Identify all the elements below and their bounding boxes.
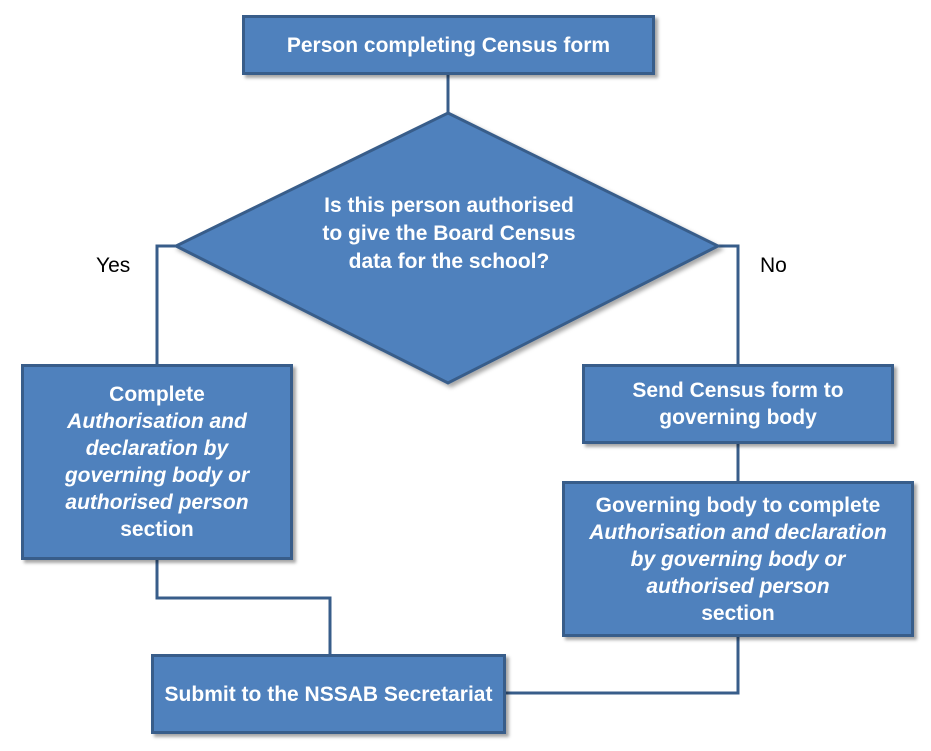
submit-node-label: Submit to the NSSAB Secretariat xyxy=(164,682,493,706)
yes-step-label-part-1: Complete xyxy=(109,383,205,406)
submit-node: Submit to the NSSAB Secretariat xyxy=(151,654,506,734)
connector-decision-to-yes-step xyxy=(155,244,176,365)
yes-step-label-part-3: section xyxy=(120,518,194,541)
no-step-2-label-part-1: Governing body to complete xyxy=(595,493,881,517)
yes-label: Yes xyxy=(96,254,131,277)
connectors xyxy=(155,74,740,695)
no-step-2-label-part-3: section xyxy=(701,601,775,625)
no-step-1-node: Send Census form to governing body xyxy=(582,364,894,444)
connector-no-step-2-to-submit xyxy=(505,636,740,695)
no-step-1-label: Send Census form to governing body xyxy=(632,379,844,429)
no-label: No xyxy=(760,254,787,277)
yes-step-node: Complete Authorisation and declaration b… xyxy=(21,364,293,560)
yes-step-label-part-2: Authorisation and declaration by governi… xyxy=(64,410,250,514)
decision-label: Is this person authorised to give the Bo… xyxy=(322,194,576,273)
yes-step-label: Complete Authorisation and declaration b… xyxy=(34,381,280,543)
no-step-2-label-part-2: Authorisation and declaration by governi… xyxy=(589,520,887,598)
start-node: Person completing Census form xyxy=(242,15,655,75)
start-node-label: Person completing Census form xyxy=(286,33,611,57)
no-step-2-node: Governing body to complete Authorisation… xyxy=(562,481,914,637)
connector-yes-step-to-submit xyxy=(155,560,332,655)
decision-diamond xyxy=(172,111,722,385)
no-step-2-label: Governing body to complete Authorisation… xyxy=(575,492,901,627)
connector-decision-to-no-step xyxy=(718,244,740,365)
